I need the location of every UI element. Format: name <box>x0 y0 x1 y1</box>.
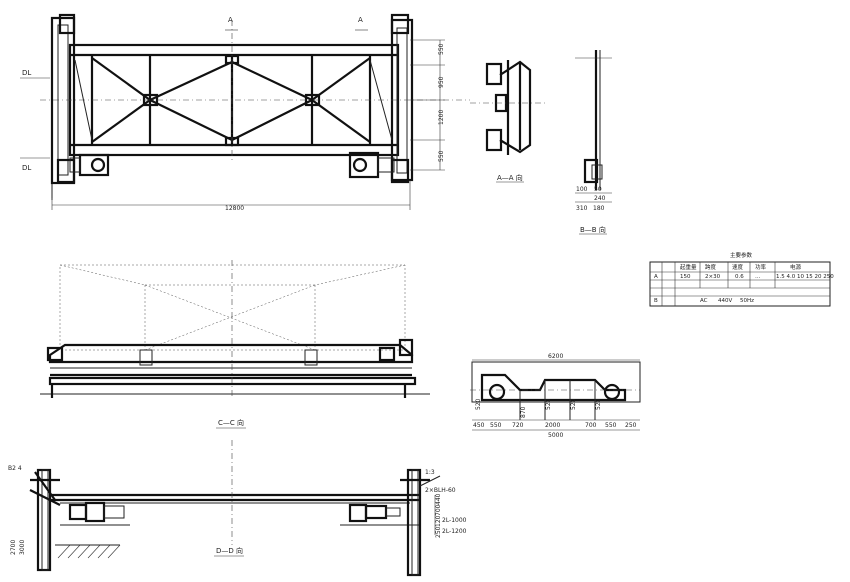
parameter-table: 主要参数 起重量 跨度 速度 功率 电源 A 150 2×30 0.6 … 1.… <box>649 251 834 307</box>
aa-section-view: A—A 向 <box>470 60 545 183</box>
end-beam-mid-dim-3: 520 <box>570 398 577 410</box>
dd-right-top-label: 1:3 <box>425 469 435 476</box>
right-dim-1: 550 <box>438 43 445 55</box>
dd-right-low-label-2: 2L-1200 <box>442 528 467 535</box>
end-beam-dim-4: 2000 <box>545 422 560 429</box>
table-r1-c5: … <box>755 274 761 280</box>
end-beam-top-dim: 6200 <box>548 353 563 360</box>
bb-dim-3: 240 <box>594 195 606 202</box>
dd-left-dim-2: 3000 <box>19 540 26 555</box>
table-r1-c1: A <box>654 274 658 280</box>
end-beam-dim-6: 550 <box>605 422 617 429</box>
end-beam-dim-7: 250 <box>625 422 637 429</box>
table-r1-c2: 150 <box>680 274 691 280</box>
end-beam-total-dim: 5000 <box>548 432 563 439</box>
table-r2-c3: 440V <box>718 298 732 304</box>
table-r1-c3: 2×30 <box>705 274 721 280</box>
end-beam-mid-dim-4: 520 <box>595 398 602 410</box>
right-dim-4: 550 <box>438 150 445 162</box>
table-header-1: 起重量 <box>680 263 697 271</box>
bb-dim-2: 50 <box>594 186 602 193</box>
top-view-truss: 12800 550 950 1200 550 A A DL DL <box>20 13 470 212</box>
aa-view-title: A—A 向 <box>497 173 523 182</box>
table-r1-c6: 1.5 4.0 10 15 20 250 <box>776 274 834 280</box>
bb-view-title: B—B 向 <box>580 225 606 234</box>
dd-right-low-label-1: 2L-1000 <box>442 517 467 524</box>
section-mark-a-left: A <box>228 16 233 24</box>
right-dim-2: 950 <box>438 76 445 88</box>
bb-dim-4: 310 <box>576 205 588 212</box>
dd-left-top-label: B2 4 <box>8 465 22 472</box>
right-dim-3: 1200 <box>438 110 445 125</box>
end-beam-view: 6200 870 520 520 520 520 450 550 720 200… <box>470 353 641 439</box>
end-beam-dim-5: 700 <box>585 422 597 429</box>
table-header-4: 功率 <box>755 263 767 271</box>
end-beam-mid-dim-2: 520 <box>545 398 552 410</box>
side-mark-dl-bottom: DL <box>22 164 31 172</box>
bb-dim-5: 180 <box>593 205 605 212</box>
side-mark-dl-top: DL <box>22 69 31 77</box>
table-header-3: 速度 <box>732 263 744 271</box>
table-header-5: 电源 <box>790 263 802 271</box>
dd-right-mid-label: 2×BLH-60 <box>425 487 456 494</box>
end-beam-mid-dim-5: 520 <box>475 398 482 410</box>
dd-left-dim-1: 2700 <box>10 540 17 555</box>
end-beam-dim-2: 550 <box>490 422 502 429</box>
dd-right-dim-3: 120 <box>435 515 442 527</box>
overall-span-dim: 12800 <box>225 205 244 212</box>
end-beam-dim-3: 720 <box>512 422 524 429</box>
dd-right-dim-2: 700 <box>435 504 442 516</box>
dd-right-dim-4: 250 <box>435 526 442 538</box>
bb-section-view: 100 50 240 310 180 B—B 向 <box>575 50 612 235</box>
cc-elevation-view: C—C 向 <box>40 260 430 429</box>
end-beam-mid-dim-1: 870 <box>520 406 527 418</box>
table-r2-c1: B <box>654 298 658 304</box>
dd-view-title: D—D 向 <box>216 546 243 555</box>
dd-section-view: B2 4 1:3 2×BLH-60 2L-1000 2L-1200 2700 3… <box>8 440 467 577</box>
table-header-2: 跨度 <box>705 263 717 271</box>
end-beam-dim-1: 450 <box>473 422 485 429</box>
table-title: 主要参数 <box>730 251 753 259</box>
section-mark-a-right: A <box>358 16 363 24</box>
table-r2-c2: AC <box>700 298 708 304</box>
cc-view-title: C—C 向 <box>218 418 244 427</box>
dd-right-dim-1: 440 <box>435 493 442 505</box>
table-r2-c4: 50Hz <box>740 298 754 304</box>
bb-dim-1: 100 <box>576 186 588 193</box>
table-r1-c4: 0.6 <box>735 274 744 280</box>
